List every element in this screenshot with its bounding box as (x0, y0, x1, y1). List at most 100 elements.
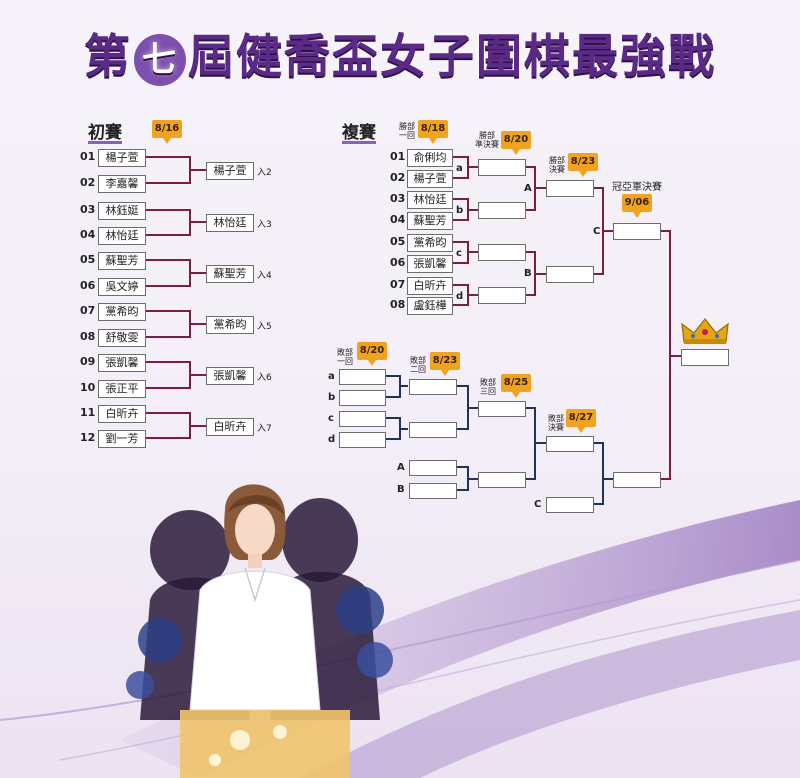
player-name: 李嘉馨 (98, 175, 146, 193)
advance-note: 入2 (257, 168, 272, 178)
bracket-slot (546, 497, 594, 513)
title-number-badge: 七 (134, 33, 186, 86)
player-name: 黨希昀 (407, 234, 453, 252)
bracket-slot (546, 436, 594, 452)
winner-name: 白昕卉 (206, 418, 254, 436)
final-label: 冠亞軍決賽 (612, 182, 662, 193)
player-name: 張正平 (98, 380, 146, 398)
bracket-slot (478, 159, 526, 176)
round-date-tag: 8/18 (418, 120, 448, 144)
source-letter: b (328, 392, 336, 403)
player-name: 蘇聖芳 (407, 212, 453, 230)
bracket-slot (409, 422, 457, 438)
round-label: 勝部 準決賽 (475, 131, 499, 149)
round-label: 勝部 決賽 (549, 156, 565, 174)
entry-number: 04 (80, 228, 96, 241)
source-letter: A (397, 462, 405, 473)
player-name: 白昕卉 (98, 405, 146, 423)
round-label: 敗部 二回 (410, 356, 426, 374)
entry-number: 08 (390, 298, 406, 311)
player-name: 楊子萱 (407, 170, 453, 188)
final-date-tag: 9/06 (622, 194, 652, 218)
prelim-heading: 初賽 (88, 123, 122, 143)
title-part: 第 (84, 29, 132, 83)
entry-number: 05 (390, 235, 406, 248)
bracket-slot (546, 180, 594, 197)
entry-number: 03 (80, 203, 96, 216)
player-name: 劉一芳 (98, 430, 146, 448)
player-illustration (126, 484, 393, 778)
bracket-slot (409, 460, 457, 476)
bracket-slot (478, 401, 526, 417)
player-name: 俞俐均 (407, 149, 453, 167)
player-name: 盧鈺樺 (407, 297, 453, 315)
source-letter: B (397, 484, 405, 495)
main-heading: 複賽 (342, 123, 376, 143)
bracket-slot (339, 390, 386, 406)
source-letter: a (328, 371, 335, 382)
page-title: 第七屆健喬盃女子圍棋最強戰 (0, 20, 800, 86)
bracket-slot (339, 369, 386, 385)
round-label: 勝部 一回 (399, 122, 415, 140)
bracket-slot (339, 432, 386, 448)
winner-name: 黨希昀 (206, 316, 254, 334)
entry-number: 07 (80, 304, 96, 317)
bracket-slot (409, 483, 457, 499)
advance-note: 入5 (257, 322, 272, 332)
player-name: 蘇聖芳 (98, 252, 146, 270)
entry-number: 04 (390, 213, 406, 226)
entry-number: 02 (80, 176, 96, 189)
player-name: 楊子萱 (98, 149, 146, 167)
round-date-tag: 8/20 (357, 342, 387, 366)
round-label: 敗部 一回 (337, 348, 353, 366)
round-date-tag: 8/23 (568, 153, 598, 177)
bracket-slot (478, 472, 526, 488)
winner-name: 林怡廷 (206, 214, 254, 232)
round-label: 敗部 決賽 (548, 414, 564, 432)
winner-name: 蘇聖芳 (206, 265, 254, 283)
bracket-slot (613, 472, 661, 488)
player-name: 林怡廷 (98, 227, 146, 245)
bracket-slot (478, 244, 526, 261)
source-letter: c (328, 413, 334, 424)
entry-number: 06 (390, 256, 406, 269)
source-letter: C (534, 499, 542, 510)
player-name: 黨希昀 (98, 303, 146, 321)
entry-number: 03 (390, 192, 406, 205)
entry-number: 05 (80, 253, 96, 266)
match-letter: d (456, 291, 464, 302)
bracket-slot (546, 266, 594, 283)
entry-number: 08 (80, 330, 96, 343)
player-name: 林鈺娗 (98, 202, 146, 220)
winner-name: 楊子萱 (206, 162, 254, 180)
player-name: 林怡廷 (407, 191, 453, 209)
bracket-slot (339, 411, 386, 427)
entry-number: 09 (80, 355, 96, 368)
entry-number: 01 (80, 150, 96, 163)
round-date-tag: 8/27 (566, 409, 596, 433)
prelim-date-tag: 8/16 (152, 120, 182, 144)
entry-number: 10 (80, 381, 96, 394)
round-label: 敗部 三回 (480, 378, 496, 396)
round-date-tag: 8/20 (501, 131, 531, 155)
advance-note: 入7 (257, 424, 272, 434)
bracket-slot (409, 379, 457, 395)
advance-note: 入3 (257, 220, 272, 230)
entry-number: 06 (80, 279, 96, 292)
entry-number: 01 (390, 150, 406, 163)
entry-number: 02 (390, 171, 406, 184)
title-part: 屆健喬盃女子圍棋最強戰 (188, 29, 716, 83)
advance-note: 入4 (257, 271, 272, 281)
entry-number: 12 (80, 431, 96, 444)
bracket-slot (478, 202, 526, 219)
entry-number: 07 (390, 278, 406, 291)
source-letter: d (328, 434, 336, 445)
advance-note: 入6 (257, 373, 272, 383)
player-name: 舒敬雯 (98, 329, 146, 347)
match-letter: c (456, 248, 462, 259)
player-name: 白昕卉 (407, 277, 453, 295)
bracket-slot (613, 223, 661, 240)
match-letter: a (456, 163, 463, 174)
